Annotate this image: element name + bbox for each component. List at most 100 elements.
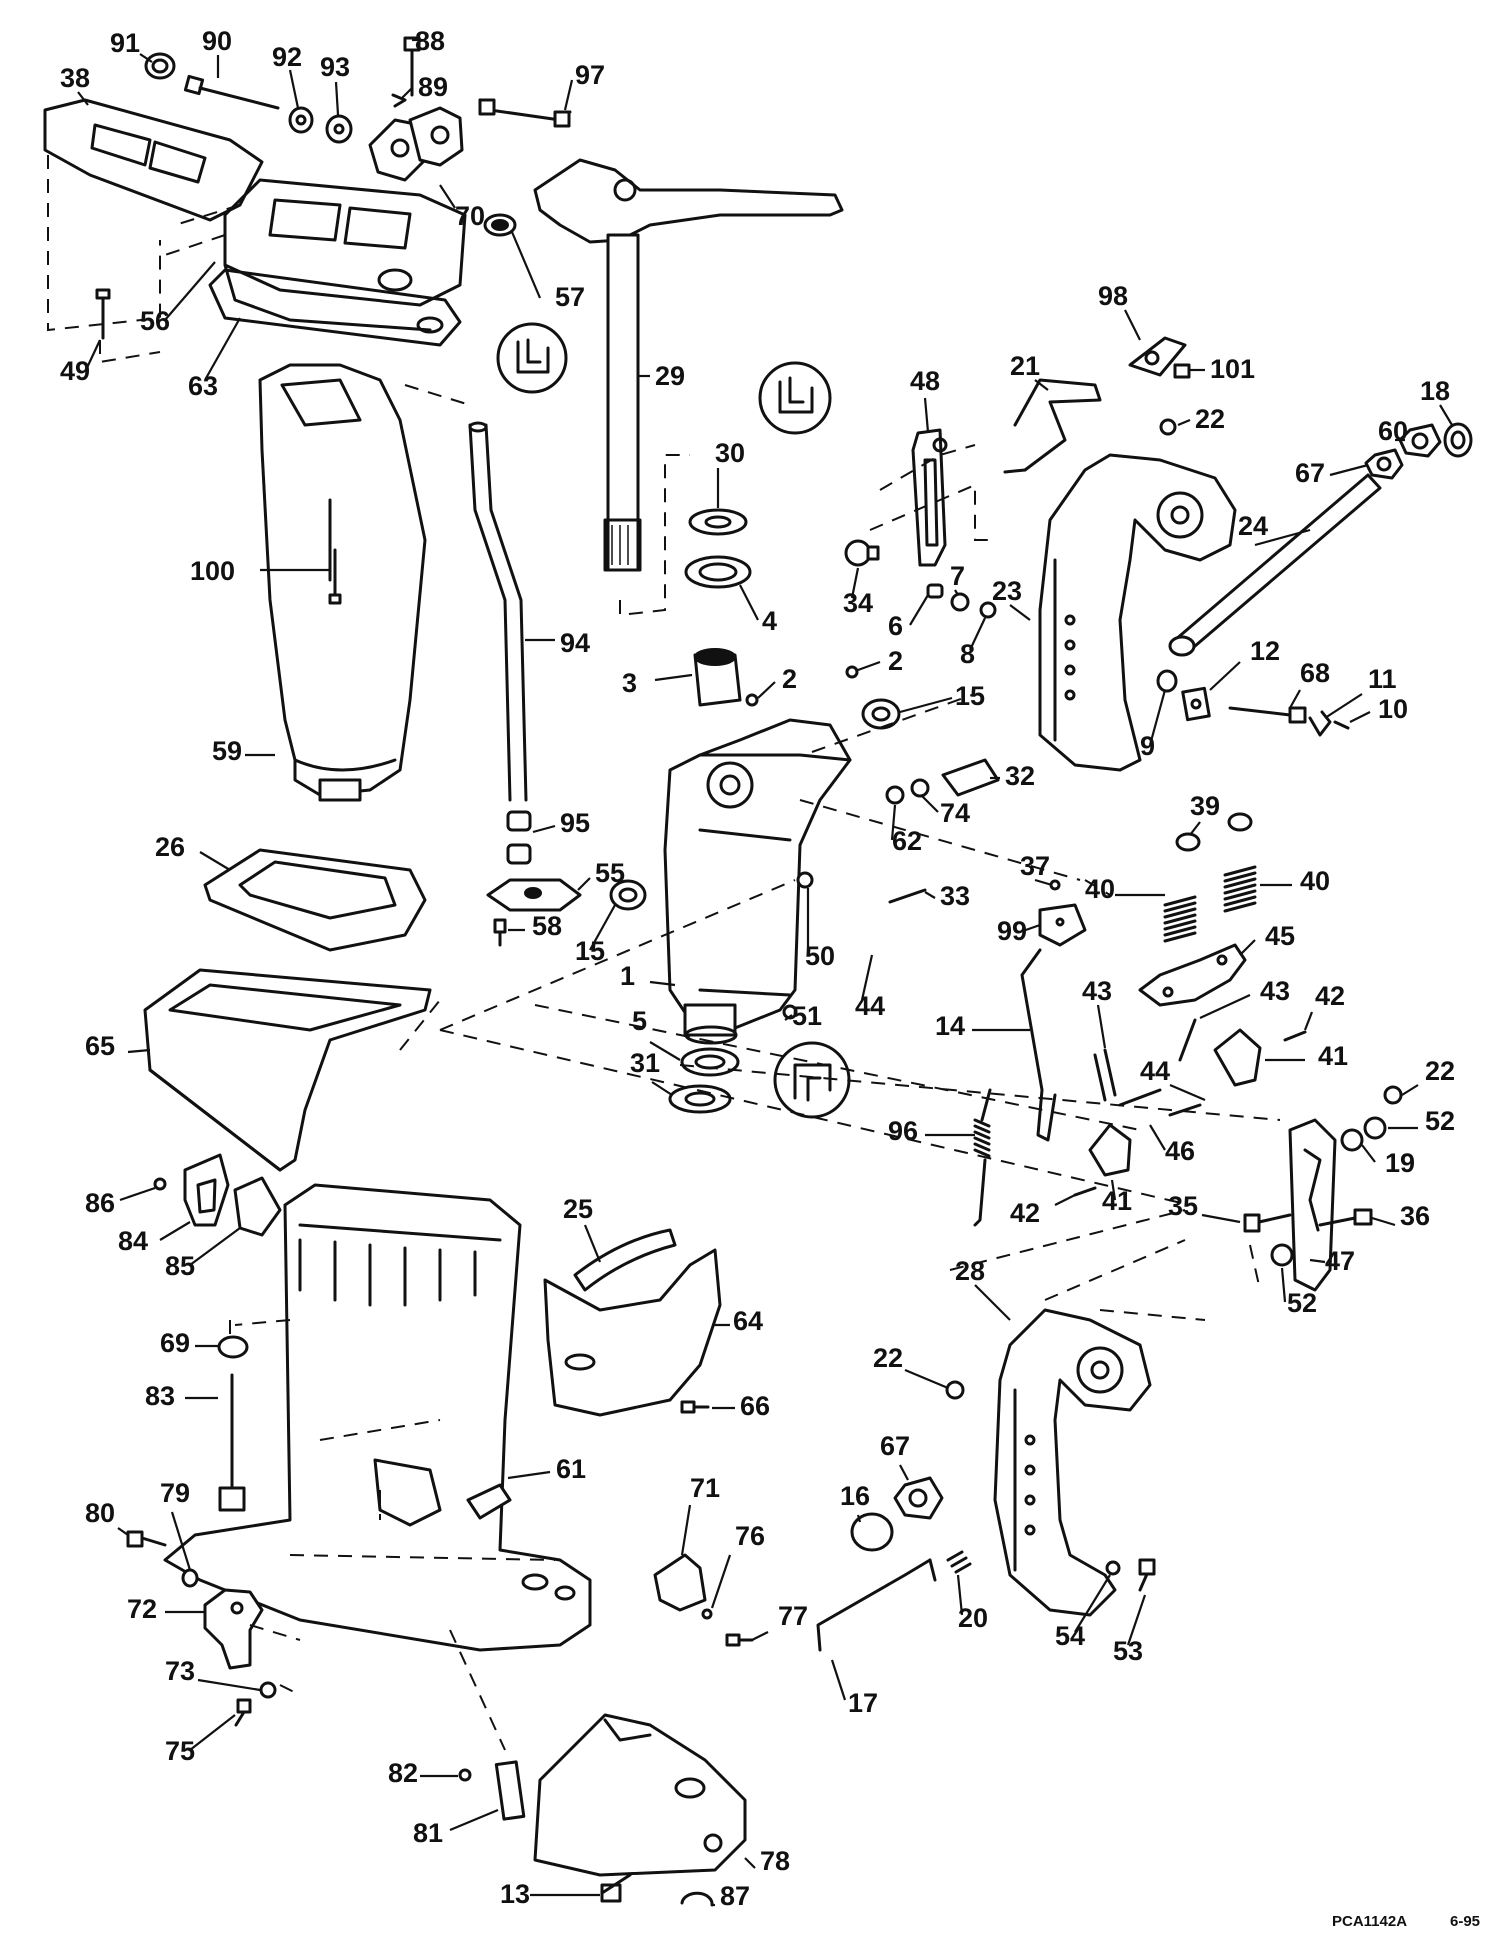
part-80-screw bbox=[126, 1530, 167, 1548]
callout-leader-61 bbox=[507, 1470, 551, 1480]
callout-leader-46 bbox=[1149, 1124, 1166, 1151]
part-54-washer bbox=[1105, 1560, 1121, 1576]
callout-label-22: 22 bbox=[1425, 1056, 1455, 1086]
callout-leader-57 bbox=[510, 231, 542, 299]
part-40-spring bbox=[1163, 895, 1197, 943]
part-55-seal-housing bbox=[486, 878, 582, 912]
callout-label-2: 2 bbox=[888, 646, 903, 676]
callout-label-52: 52 bbox=[1425, 1106, 1455, 1136]
part-76-washer bbox=[701, 1608, 713, 1620]
part-24-tilt-tube bbox=[1168, 473, 1382, 657]
callout-label-40: 40 bbox=[1085, 874, 1115, 904]
callout-label-64: 64 bbox=[733, 1306, 763, 1336]
callout-leader-43 bbox=[1199, 994, 1251, 1019]
callout-leader-92 bbox=[288, 69, 300, 109]
drawing-date: 6-95 bbox=[1450, 1913, 1480, 1930]
part-42-pin bbox=[1073, 1186, 1097, 1197]
part-78-lower-cap bbox=[533, 1713, 747, 1877]
callout-label-12: 12 bbox=[1250, 636, 1280, 666]
part-98-cap bbox=[1128, 336, 1187, 377]
callout-leader-28 bbox=[974, 1284, 1011, 1321]
callout-label-57: 57 bbox=[555, 282, 585, 312]
callout-label-100: 100 bbox=[190, 556, 235, 586]
callout-leader-44 bbox=[1169, 1083, 1206, 1102]
callout-leader-35 bbox=[1201, 1213, 1241, 1224]
callout-leader-74 bbox=[921, 795, 939, 813]
part-81-plate bbox=[494, 1760, 526, 1821]
callout-label-82: 82 bbox=[388, 1758, 418, 1788]
callout-label-34: 34 bbox=[843, 588, 873, 618]
part-4-bushing bbox=[684, 555, 752, 589]
part-32-tilt-pin bbox=[941, 758, 1000, 797]
part-50-fitting bbox=[796, 871, 814, 889]
callout-label-5: 5 bbox=[632, 1006, 647, 1036]
callout-leader-70 bbox=[439, 184, 456, 209]
part-67-locknut bbox=[893, 1476, 944, 1520]
part-13-bolt bbox=[600, 1873, 632, 1903]
callout-leader-77 bbox=[751, 1631, 769, 1641]
callout-leader-45 bbox=[1239, 939, 1256, 956]
callout-leader-89 bbox=[401, 87, 413, 99]
part-91-grommet bbox=[144, 52, 176, 80]
callout-leader-68 bbox=[1289, 689, 1301, 709]
callout-label-81: 81 bbox=[413, 1818, 443, 1848]
part-3-bushing bbox=[693, 648, 742, 707]
callout-label-42: 42 bbox=[1010, 1198, 1040, 1228]
callout-leader-34 bbox=[850, 567, 860, 599]
callout-label-95: 95 bbox=[560, 808, 590, 838]
callout-leader-52 bbox=[1280, 1267, 1287, 1303]
callout-label-84: 84 bbox=[118, 1226, 148, 1256]
part-97-retainer bbox=[478, 98, 572, 128]
callout-label-89: 89 bbox=[418, 72, 448, 102]
callout-leader-33 bbox=[924, 891, 936, 899]
part-71-damper bbox=[653, 1553, 707, 1612]
part-99-cam bbox=[1038, 903, 1087, 947]
part-85-gasket bbox=[233, 1176, 282, 1237]
part-30-washer bbox=[688, 508, 748, 536]
callout-label-92: 92 bbox=[272, 42, 302, 72]
callout-label-70: 70 bbox=[455, 201, 485, 231]
callout-leader-44 bbox=[860, 954, 874, 1001]
callout-leader-20 bbox=[956, 1574, 964, 1616]
drawing-reference: PCA1142A bbox=[1332, 1913, 1407, 1930]
part-70-motor-mount bbox=[368, 106, 464, 182]
part-69-nut bbox=[217, 1335, 249, 1359]
callout-leader-97 bbox=[563, 79, 574, 111]
callout-leader-3 bbox=[654, 673, 693, 682]
part-35-bolt bbox=[1243, 1213, 1292, 1233]
callout-leader-24 bbox=[1254, 528, 1311, 547]
callout-label-63: 63 bbox=[188, 371, 218, 401]
callout-label-78: 78 bbox=[760, 1846, 790, 1876]
callout-label-79: 79 bbox=[160, 1478, 190, 1508]
part-61-midsection-housing bbox=[163, 1183, 592, 1652]
callout-label-99: 99 bbox=[997, 916, 1027, 946]
part-57-seal bbox=[483, 213, 517, 237]
callout-leader-36 bbox=[1371, 1216, 1396, 1227]
callout-label-1: 1 bbox=[620, 961, 635, 991]
callout-label-4: 4 bbox=[762, 606, 777, 636]
callout-label-25: 25 bbox=[563, 1194, 593, 1224]
callout-leader-80 bbox=[117, 1527, 129, 1536]
part-44-spring-pin bbox=[1118, 1088, 1202, 1117]
part-16-cap bbox=[850, 1512, 894, 1552]
callout-label-2: 2 bbox=[782, 664, 797, 694]
callout-leader-75 bbox=[189, 1714, 236, 1751]
callout-leader-2 bbox=[857, 660, 881, 672]
callout-label-18: 18 bbox=[1420, 376, 1450, 406]
part-72-bracket bbox=[203, 1588, 264, 1670]
callout-label-59: 59 bbox=[212, 736, 242, 766]
callout-label-39: 39 bbox=[1190, 791, 1220, 821]
part-75-screw bbox=[234, 1698, 252, 1727]
part-74-washer bbox=[910, 778, 930, 798]
part-29-steering-arm bbox=[533, 158, 844, 572]
callout-leader-93 bbox=[334, 81, 340, 116]
callout-label-87: 87 bbox=[720, 1881, 750, 1911]
part-52-washer bbox=[1363, 1116, 1387, 1140]
part-18-cap bbox=[1443, 422, 1473, 458]
callout-leader-15 bbox=[899, 696, 953, 714]
part-36-screw bbox=[1318, 1208, 1373, 1227]
part-7-nut bbox=[950, 592, 970, 612]
parts-layer bbox=[43, 36, 1473, 1907]
part-34-knob bbox=[844, 539, 880, 567]
callout-label-49: 49 bbox=[60, 356, 90, 386]
